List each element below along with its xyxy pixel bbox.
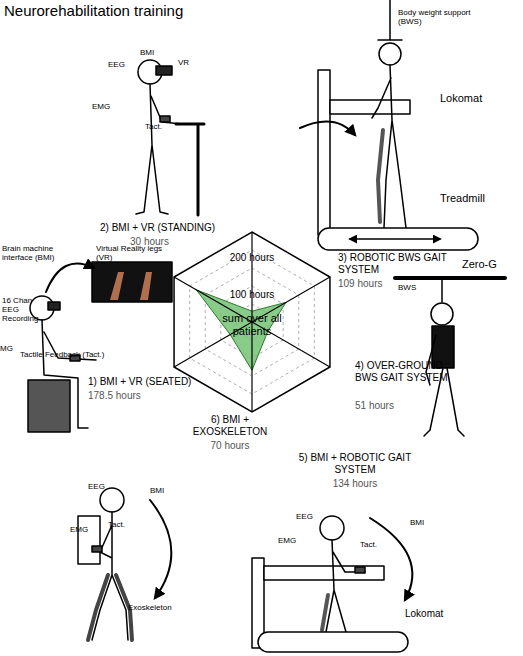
label-text: VR xyxy=(178,58,198,67)
label-text: Zero-G xyxy=(462,258,517,271)
label-text: Treadmill xyxy=(440,192,510,205)
backpack xyxy=(78,516,100,564)
label-text: MG xyxy=(0,344,20,353)
label-text: Brain machine interface (BMI) xyxy=(2,244,82,262)
label-text: 16 Chan EEG Recording xyxy=(2,296,42,324)
label-text: Tact. xyxy=(360,540,390,549)
label-text: BMI xyxy=(140,48,170,57)
head xyxy=(379,43,401,65)
tactile-band xyxy=(160,116,170,122)
exoskeleton-legs xyxy=(88,575,132,640)
bws-bar xyxy=(395,276,505,280)
label-text: BMI xyxy=(410,518,440,527)
curved-arrow xyxy=(150,500,171,598)
label-text: 178.5 hours xyxy=(88,390,168,402)
walking-figure xyxy=(372,65,406,228)
vr-goggles xyxy=(48,302,60,310)
label-text: Lokomat xyxy=(405,608,465,620)
label-text: 2) BMI + VR (STANDING) xyxy=(100,222,240,234)
chart-area-label: sum over all patients xyxy=(206,312,298,337)
label-text: 134 hours xyxy=(285,478,425,490)
label-text: Lokomat xyxy=(440,92,510,105)
figure-title: Neurorehabilitation training xyxy=(4,2,304,19)
curved-arrow xyxy=(370,518,412,600)
label-text: 51 hours xyxy=(355,400,435,412)
label-text: Virtual Reality legs (VR) xyxy=(96,244,176,262)
label-text: 200 hours xyxy=(222,252,282,264)
robotic-orthosis xyxy=(322,595,328,630)
seat xyxy=(28,380,70,432)
standing-figure xyxy=(136,84,182,214)
belt-arrow xyxy=(350,238,440,240)
label-text: EMG xyxy=(92,102,122,111)
label-text: EEG xyxy=(108,60,138,69)
lokomat-column xyxy=(318,70,330,235)
label-text: Tact. xyxy=(108,520,138,529)
label-text: Exoskeleton xyxy=(128,603,198,612)
label-text: 100 hours xyxy=(222,289,282,301)
radar-axis xyxy=(251,232,252,322)
robotic-orthosis xyxy=(378,130,383,222)
walking-figure xyxy=(92,512,128,640)
curved-arrow xyxy=(46,263,94,292)
label-text: Body weight support (BWS) xyxy=(398,8,473,26)
tactile-band xyxy=(355,567,365,573)
head xyxy=(320,516,344,540)
label-text: EEG xyxy=(88,482,118,491)
label-text: Tactile Feedback (Tact.) xyxy=(20,350,120,359)
head xyxy=(100,488,124,512)
label-text: 1) BMI + VR (SEATED) xyxy=(88,376,218,388)
walking-figure xyxy=(326,540,365,632)
treadmill xyxy=(318,228,478,250)
label-text: EMG xyxy=(278,536,308,545)
label-text: 5) BMI + ROBOTIC GAIT SYSTEM xyxy=(285,452,425,475)
label-text: 3) ROBOTIC BWS GAIT SYSTEM xyxy=(338,252,458,275)
bws-rope xyxy=(441,278,443,302)
walking-figure xyxy=(424,335,464,436)
label-text: 4) OVER-GROUND BWS GAIT SYSTEM xyxy=(355,360,455,383)
label-text: Tact. xyxy=(145,122,175,131)
node-text: sum over all patients xyxy=(206,312,298,337)
curved-arrow xyxy=(300,121,355,135)
label-text: 6) BMI + EXOSKELETON xyxy=(185,414,275,437)
lokomat-rail xyxy=(330,100,410,114)
treadmill xyxy=(258,632,408,652)
tactile-band xyxy=(92,546,102,552)
label-text: BWS xyxy=(398,283,428,292)
table xyxy=(176,124,204,215)
label-text: EEG xyxy=(296,512,326,521)
lokomat-rail xyxy=(264,566,384,580)
label-text: 70 hours xyxy=(185,440,275,452)
vr-goggles xyxy=(156,66,172,75)
label-text: BMI xyxy=(150,486,180,495)
radar-ring xyxy=(174,232,330,412)
head xyxy=(431,303,453,325)
vr-screen xyxy=(92,262,172,302)
virtual-leg xyxy=(110,272,124,300)
label-text: EMG xyxy=(70,525,100,534)
virtual-leg xyxy=(140,272,152,300)
